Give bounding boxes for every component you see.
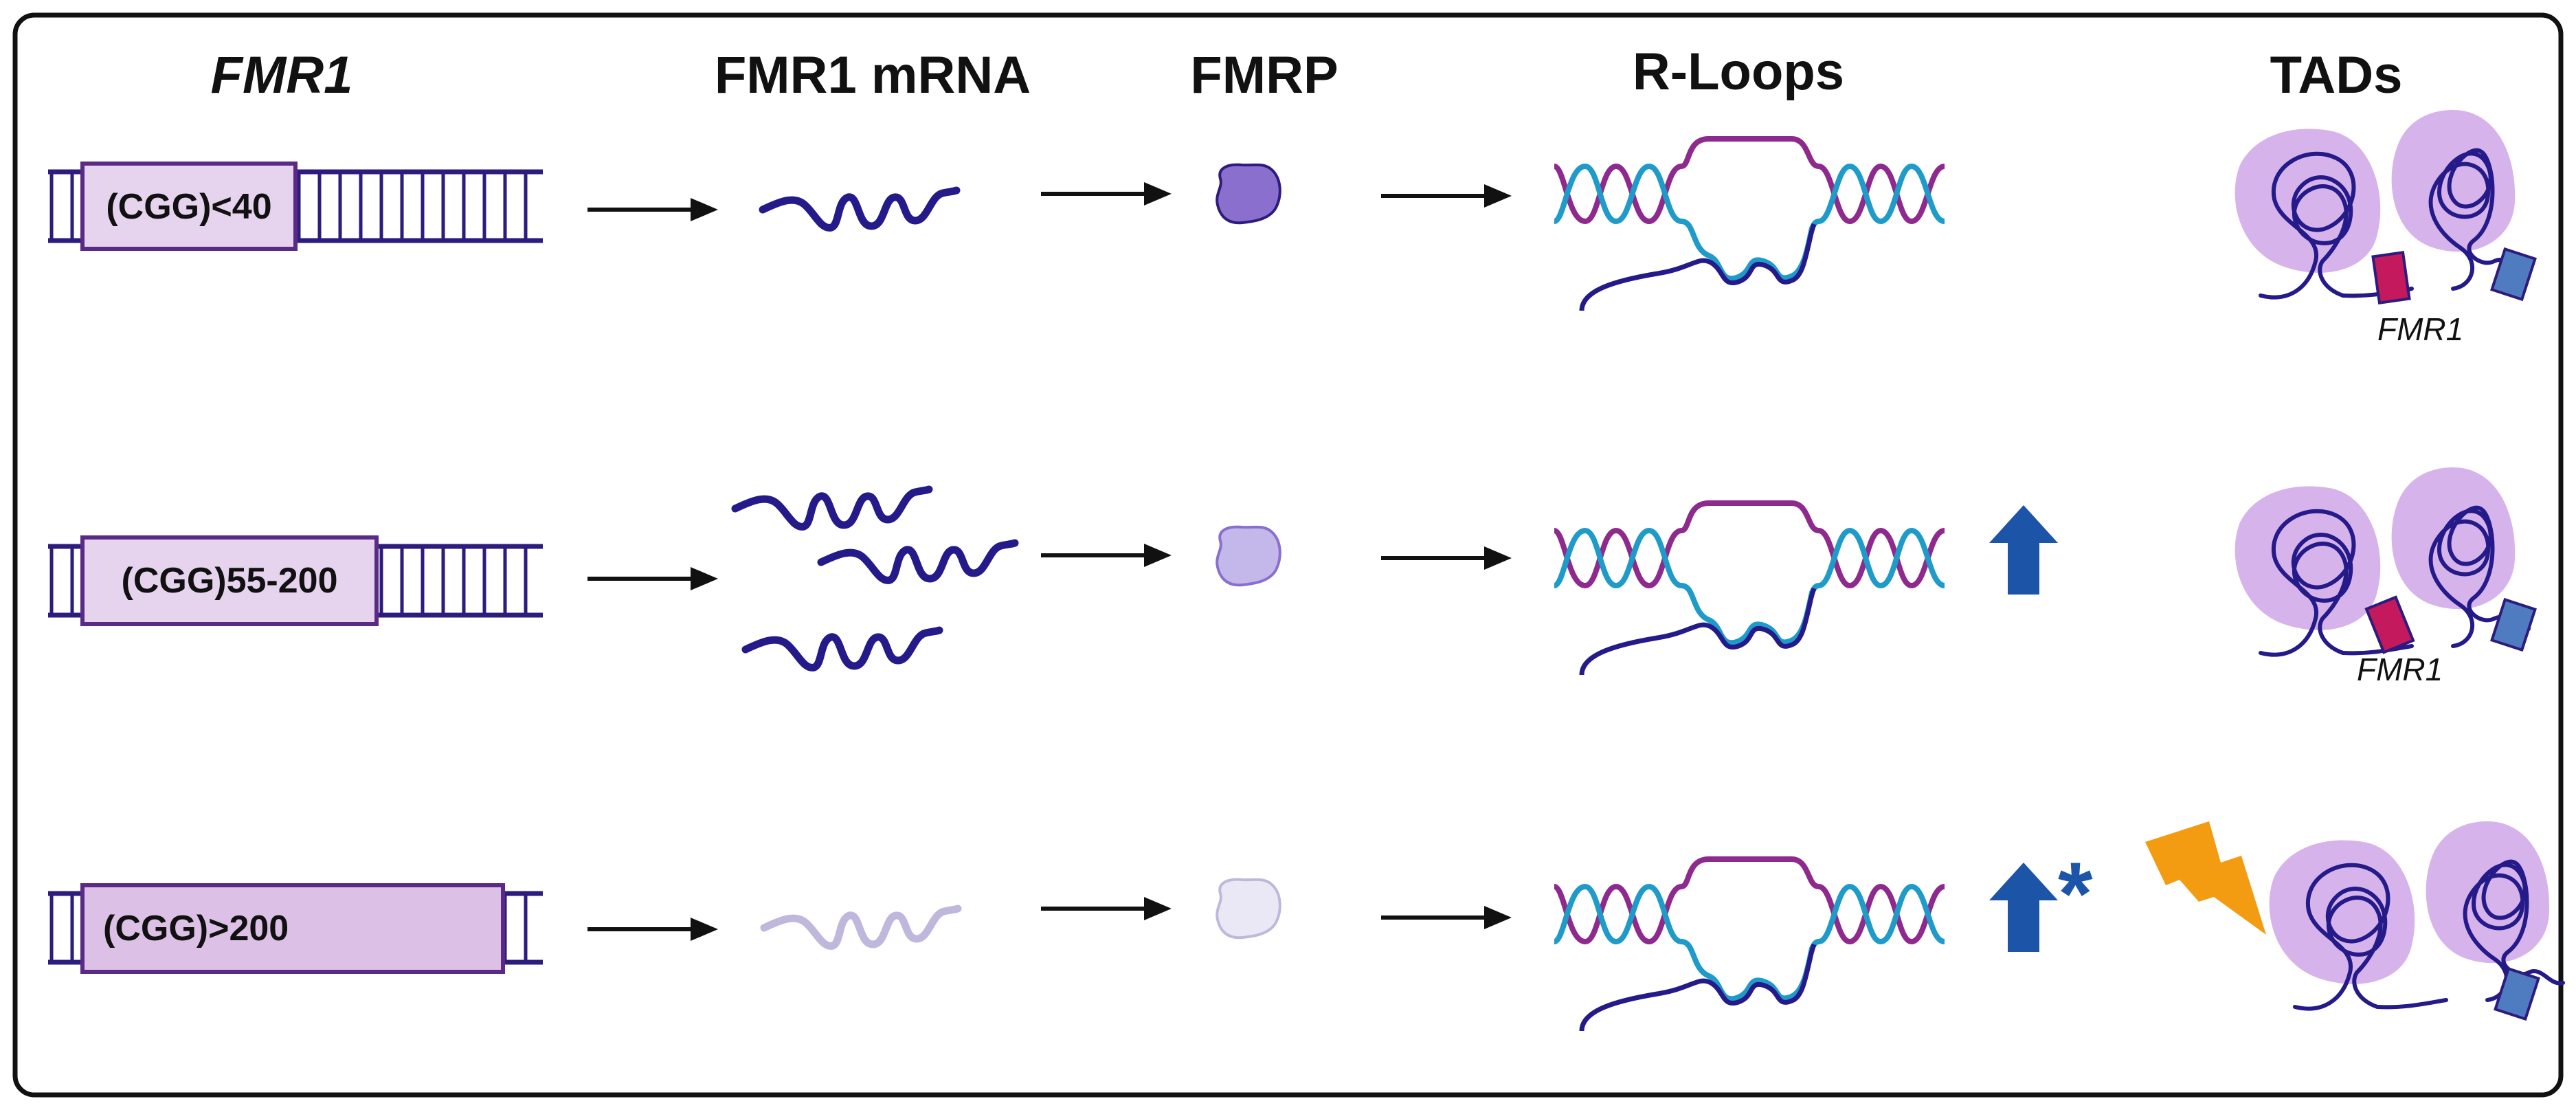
boundary-element <box>2494 966 2540 1021</box>
mrna-strand <box>821 543 1015 580</box>
arrow-icon <box>1041 897 1172 920</box>
arrow-icon <box>1041 182 1172 206</box>
tad-structure: FMR1 <box>2235 467 2537 687</box>
mrna-strand <box>746 630 939 667</box>
repeat-label: (CGG)55-200 <box>122 561 338 601</box>
header-protein: FMRP <box>1190 46 1338 104</box>
repeat-label: (CGG)>200 <box>103 909 289 948</box>
repeat-label: (CGG)<40 <box>106 187 271 227</box>
row-normal: (CGG)<40 FMR1 <box>48 110 2537 347</box>
boundary-element <box>2490 247 2537 302</box>
tad-structure: FMR1 <box>2235 110 2537 347</box>
cgg-repeat-box <box>80 162 298 251</box>
arrow-icon <box>1381 906 1512 929</box>
fmr1-gene-normal: (CGG)<40 <box>48 162 543 251</box>
header-rloops: R-Loops <box>1633 43 1844 101</box>
row-premutation: (CGG)55-200 FMR1 <box>48 467 2537 687</box>
gene-label: FMR1 <box>2377 311 2463 347</box>
lightning-bolt-icon <box>2145 821 2266 935</box>
cgg-repeat-box <box>80 535 379 626</box>
arrow-icon <box>1381 184 1512 208</box>
mrna-strand-faded <box>764 909 958 946</box>
arrow-icon <box>587 567 718 590</box>
fmrp-protein-low <box>1216 878 1281 940</box>
rloop-structure <box>1554 859 1945 1031</box>
boundary-element <box>2490 597 2537 652</box>
fmrp-protein-high <box>1216 163 1281 225</box>
mrna-strand <box>735 489 929 526</box>
fmr1-gene-premutation: (CGG)55-200 <box>48 535 543 626</box>
mrna-strand-high <box>763 190 956 227</box>
header-gene: FMR1 <box>211 46 353 104</box>
row-full-mutation: (CGG)>200 * <box>48 821 2563 1031</box>
arrow-icon <box>1041 544 1172 567</box>
up-arrow-icon <box>1989 505 2058 595</box>
arrow-icon <box>587 918 718 941</box>
fmr1-locus <box>2364 595 2415 654</box>
rloop-structure <box>1554 139 1945 311</box>
up-arrow-icon <box>1989 863 2058 952</box>
header-tads: TADs <box>2270 46 2403 104</box>
arrow-icon <box>587 198 718 221</box>
header-mrna: FMR1 mRNA <box>715 46 1031 104</box>
fmr1-locus <box>2371 251 2411 304</box>
cgg-repeat-box <box>80 883 505 974</box>
fmr1-gene-full-mutation: (CGG)>200 <box>48 883 543 974</box>
gene-label: FMR1 <box>2357 652 2443 687</box>
asterisk-mark: * <box>2058 843 2093 944</box>
arrow-icon <box>1381 546 1512 570</box>
rloop-structure <box>1554 503 1945 675</box>
figure-border <box>12 12 2564 1098</box>
tad-structure <box>2270 821 2563 1021</box>
fmrp-protein-mid <box>1216 525 1281 587</box>
